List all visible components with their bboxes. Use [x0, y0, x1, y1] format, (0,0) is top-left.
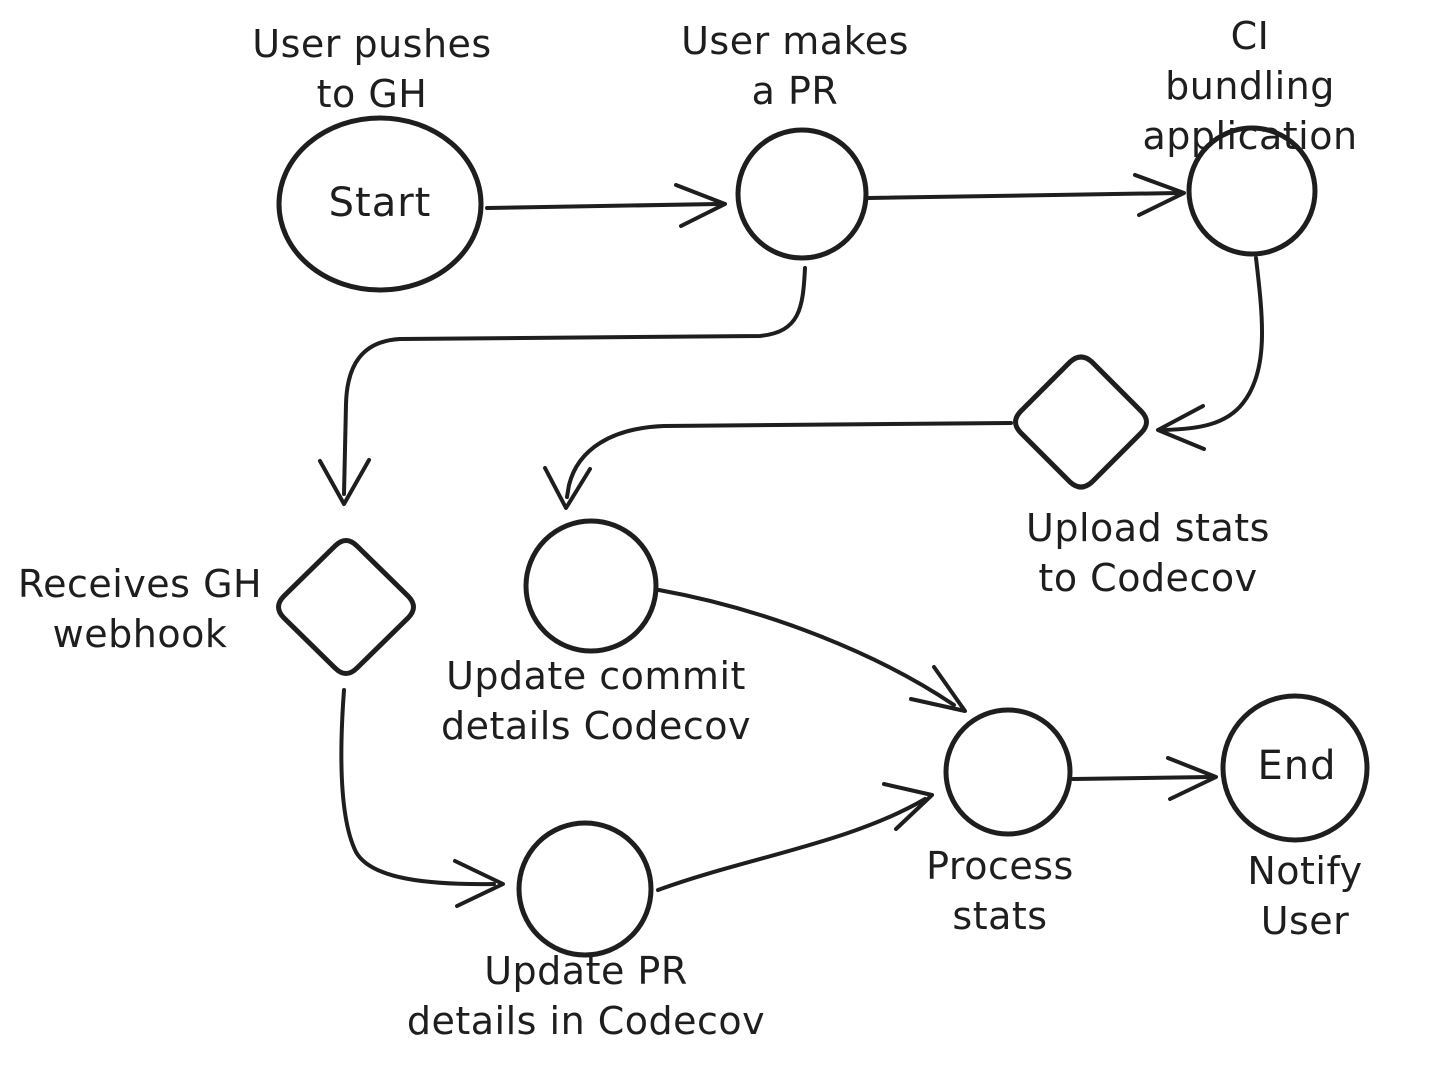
node-update-pr-circle	[516, 820, 654, 958]
node-update-commit-circle	[523, 518, 659, 654]
node-upload-stats-diamond	[1013, 354, 1149, 490]
end-node-label: End	[1257, 743, 1337, 789]
caption-user-makes-a-pr: User makes a PR	[681, 19, 909, 113]
edge-commit-to-process	[657, 588, 967, 713]
edge-updatepr-to-process	[656, 782, 934, 892]
caption-receives-gh-webhook: Receives GH webhook	[17, 562, 263, 656]
node-end-circle	[1220, 693, 1370, 843]
edge-pr-to-ci	[867, 173, 1186, 217]
edge-upload-to-commit	[543, 421, 1013, 510]
caption-notify-user: Notify User	[1247, 849, 1363, 943]
node-start-ellipse	[276, 115, 484, 293]
caption-user-pushes-to-gh: User pushes to GH	[252, 22, 492, 116]
edge-pr-to-webhook	[318, 266, 807, 506]
node-process-stats-circle	[943, 707, 1073, 837]
edge-start-to-pr	[485, 183, 727, 228]
caption-ci-bundling-application: CI bundling application	[1142, 14, 1358, 158]
caption-update-commit-details: Update commit details Codecov	[440, 654, 752, 748]
edge-ci-to-upload	[1156, 256, 1265, 451]
caption-process-stats: Process stats	[926, 844, 1074, 938]
edge-webhook-to-updatepr	[339, 688, 505, 908]
node-user-makes-pr-circle	[735, 127, 869, 261]
caption-update-pr-details: Update PR details in Codecov	[406, 949, 766, 1043]
edge-process-to-end	[1071, 756, 1218, 801]
node-ci-bundling-circle	[1186, 125, 1318, 257]
start-node-label: Start	[328, 180, 432, 226]
caption-upload-stats-to-codecov: Upload stats to Codecov	[1026, 506, 1270, 600]
node-receives-webhook-diamond	[276, 538, 416, 676]
